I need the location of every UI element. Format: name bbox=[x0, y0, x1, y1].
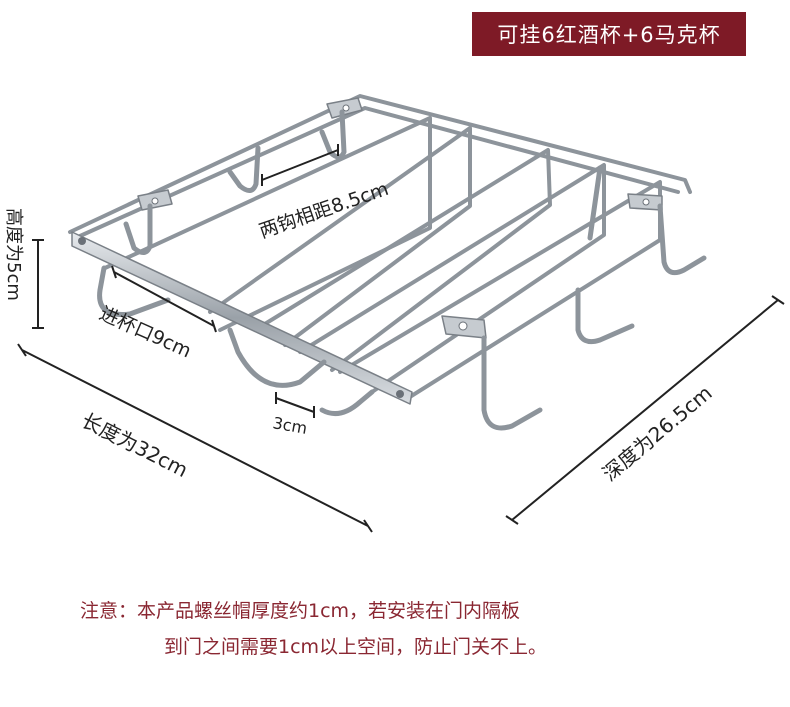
banner-text: 可挂6红酒杯+6马克杯 bbox=[497, 23, 721, 47]
gap-line bbox=[275, 392, 315, 418]
opening-label: 进杯口9cm bbox=[96, 302, 195, 362]
notice-line-2: 到门之间需要1cm以上空间，防止门关不上。 bbox=[164, 636, 548, 658]
depth-line bbox=[505, 295, 785, 525]
notice-line-1: 注意：本产品螺丝帽厚度约1cm，若安装在门内隔板 bbox=[80, 600, 521, 622]
dimension-lines bbox=[17, 144, 785, 533]
height-line bbox=[32, 239, 44, 329]
length-label: 长度为32cm bbox=[78, 408, 192, 482]
wine-glass-rack bbox=[68, 94, 707, 431]
hook-spacing-line bbox=[261, 144, 339, 186]
opening-line bbox=[111, 265, 217, 333]
height-label: 高度为5cm bbox=[3, 208, 24, 301]
gap-label: 3cm bbox=[271, 413, 308, 438]
banner: 可挂6红酒杯+6马克杯 bbox=[472, 12, 746, 56]
length-line bbox=[17, 343, 373, 533]
front-bar bbox=[71, 231, 413, 405]
